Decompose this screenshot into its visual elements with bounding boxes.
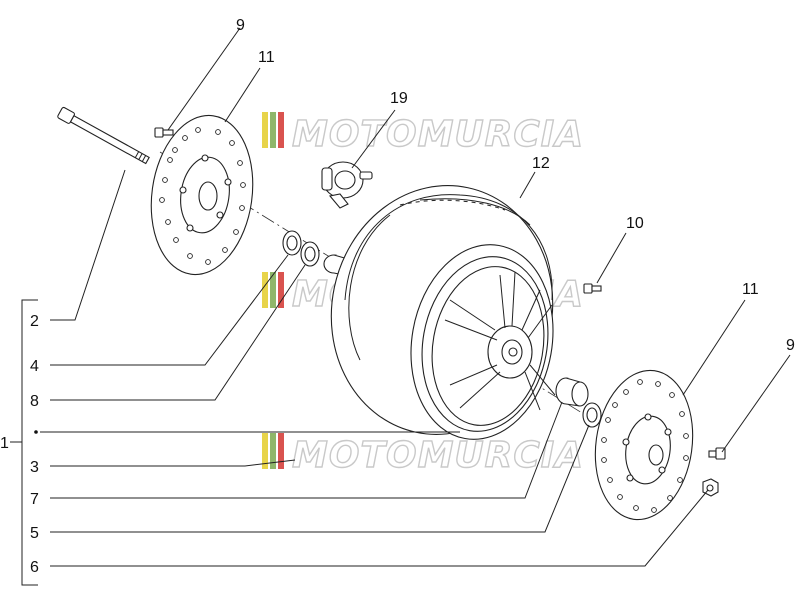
bolt-part-10 <box>583 283 602 294</box>
bolt-part-right <box>708 447 726 460</box>
callout-7: 7 <box>30 491 39 508</box>
callout-1: 1 <box>0 435 9 452</box>
watermark-text: MOTOMURCIA <box>292 114 584 155</box>
callout-10: 10 <box>626 215 644 232</box>
leader-lines <box>40 27 791 567</box>
callout-2: 2 <box>30 313 39 330</box>
watermark-top: MOTOMURCIA <box>262 112 584 156</box>
spacer-part-right <box>555 377 589 407</box>
callout-4: 4 <box>30 358 39 375</box>
seal-part-right <box>582 402 602 428</box>
watermark-text: MOTOMURCIA <box>292 435 584 476</box>
callout-5: 5 <box>30 525 39 542</box>
callout-3: 3 <box>30 459 39 476</box>
callout-12: 12 <box>532 155 550 172</box>
callout-6: 6 <box>30 559 39 576</box>
callout-11-right: 11 <box>742 281 759 298</box>
axle-part <box>57 106 150 165</box>
callout-11-top: 11 <box>258 49 275 66</box>
speedometer-drive-part <box>321 161 373 209</box>
watermark-bottom: MOTOMURCIA <box>262 433 584 477</box>
callout-9-right: 9 <box>786 337 795 354</box>
callout-19: 19 <box>390 90 408 107</box>
brake-disc-right <box>594 369 694 521</box>
bearing-part-4 <box>282 230 302 256</box>
callout-8: 8 <box>30 393 39 410</box>
group-bracket <box>10 299 38 586</box>
wheel-tire-part <box>330 185 556 440</box>
callout-9-top: 9 <box>236 17 245 34</box>
bearing-part-8 <box>300 241 320 267</box>
bolt-part-top <box>154 127 174 138</box>
brake-disc-left <box>150 114 254 276</box>
